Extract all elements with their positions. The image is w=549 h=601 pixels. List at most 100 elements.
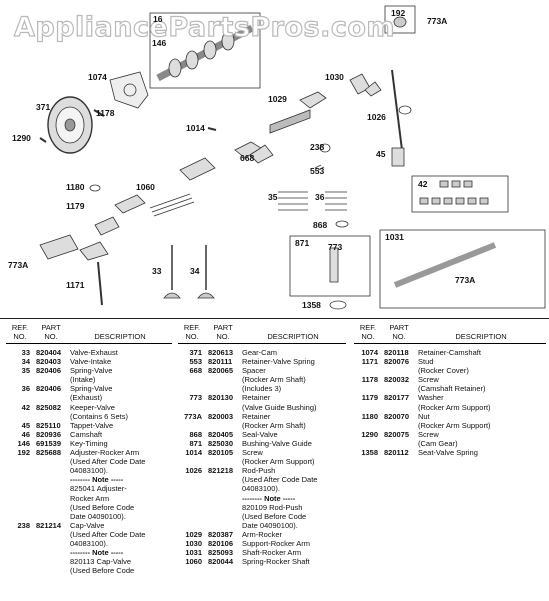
adjuster-drawing xyxy=(393,16,407,28)
part-number: 820936 xyxy=(36,429,62,439)
description-line: 04083100). xyxy=(70,466,108,476)
part-number: 825030 xyxy=(208,438,234,448)
valve-intake-drawing xyxy=(197,245,215,299)
description-line: Screw xyxy=(242,448,263,458)
callout-45: 45 xyxy=(376,149,386,159)
part-description: Adjuster-Rocker Arm(Used After Code Date… xyxy=(68,448,172,521)
part-number: 820177 xyxy=(384,393,410,403)
table-row: 668 820065 Spacer(Rocker Arm Shaft)(Includ… xyxy=(178,366,346,393)
adjuster-inset-box xyxy=(384,5,416,34)
part-description: Spacer(Rocker Arm Shaft)(Includes 3) xyxy=(240,366,346,393)
ref-number: 868 xyxy=(189,429,202,439)
callout-42: 42 xyxy=(418,179,428,189)
table-row: 871 825030 Bushing-Valve Guide xyxy=(178,439,346,448)
callout-1030: 1030 xyxy=(325,72,344,82)
cam-gear-drawing xyxy=(47,96,93,154)
callout-773a: 773A xyxy=(427,16,447,26)
part-number: 820076 xyxy=(384,357,410,367)
callout-36: 36 xyxy=(315,192,325,202)
description-line: 825041 Adjuster- xyxy=(70,484,127,494)
ref-number: 35 xyxy=(21,366,30,376)
description-line: (Valve Guide Bushing) xyxy=(242,402,317,412)
description-line: Rocker Arm xyxy=(70,493,110,503)
spring-553-drawing xyxy=(314,164,325,171)
description-line: Support-Rocker Arm xyxy=(242,538,310,548)
ref-number: 34 xyxy=(21,357,30,367)
description-line: Spring-Valve xyxy=(70,366,113,376)
callout-1178: 1178 xyxy=(96,108,115,118)
part-number: 820105 xyxy=(208,448,234,458)
callout-labels: 16 146 192 773A 1074 1030 371 1178 1029 … xyxy=(8,8,475,310)
description-line: (Used Before Code xyxy=(70,566,135,576)
ref-number: 1074 xyxy=(361,348,378,357)
part-number: 825688 xyxy=(36,448,62,458)
ref-header: REF.NO. xyxy=(11,323,29,341)
description-line: (Rocker Arm Shaft) xyxy=(242,420,306,430)
part-number: 820065 xyxy=(208,366,234,376)
ref-number: 1290 xyxy=(361,429,378,439)
watermark: AppliancePartsPros.com xyxy=(14,12,395,43)
ref-number: 553 xyxy=(189,357,202,367)
rocker-assembly-lower-drawing xyxy=(39,194,146,261)
part-description: Spring-Valve(Exhaust) xyxy=(68,384,172,402)
description-line: Screw xyxy=(418,429,439,439)
camshaft-inset-box xyxy=(149,12,261,89)
ref-number: 668 xyxy=(189,366,202,376)
part-description: Spring-Valve(Intake) xyxy=(68,366,172,384)
description-line: Retainer xyxy=(242,411,271,421)
ref-number: 871 xyxy=(189,438,202,448)
exploded-view-drawing: AppliancePartsPros.com 16 146 192 773A 1… xyxy=(8,5,546,310)
part-description: Keeper-Valve(Contains 6 Sets) xyxy=(68,403,172,421)
valve-spring-35-drawing xyxy=(278,191,308,211)
part-number: 820404 xyxy=(36,348,62,357)
part-number: 820112 xyxy=(384,448,409,458)
part-number: 820405 xyxy=(208,429,234,439)
keeper-drawing xyxy=(419,180,489,205)
description-line: Washer xyxy=(418,393,444,403)
ref-number: 1031 xyxy=(185,548,202,558)
valve-spring-36-drawing xyxy=(325,191,347,211)
tappet-drawing xyxy=(391,147,405,167)
callout-773a-lower: 773A xyxy=(8,260,28,270)
description-line: Date 04090100). xyxy=(242,520,298,530)
part-description: Screw(Cam Gear) xyxy=(416,430,546,448)
callout-668: 668 xyxy=(240,153,254,163)
description-line: Rod-Push xyxy=(242,466,276,476)
part-number: 825110 xyxy=(36,420,61,430)
screw-1178-drawing xyxy=(93,109,105,117)
callout-1180: 1180 xyxy=(66,182,85,192)
description-line: Key-Timing xyxy=(70,438,108,448)
part-description: Arm-Rocker xyxy=(240,530,346,539)
description-line: (Used Before Code xyxy=(70,502,135,512)
bushing-inset-box xyxy=(289,235,371,297)
description-line: Bushing-Valve Guide xyxy=(242,438,312,448)
description-line: (Camshaft Retainer) xyxy=(418,384,486,394)
description-line: -------- Note ----- xyxy=(242,493,296,503)
description-line: -------- Note ----- xyxy=(70,548,124,558)
callout-146: 146 xyxy=(152,38,166,48)
part-description: Valve-Intake xyxy=(68,357,172,366)
part-description: Bushing-Valve Guide xyxy=(240,439,346,448)
rocker-assembly-upper-drawing xyxy=(179,73,382,181)
description-line: Retainer-Camshaft xyxy=(418,348,481,357)
description-line: (Contains 6 Sets) xyxy=(70,411,128,421)
valve-seal-drawing xyxy=(335,220,349,228)
description-line: 04083100). xyxy=(242,484,280,494)
callout-868: 868 xyxy=(313,220,327,230)
description-header: DESCRIPTION xyxy=(94,331,146,341)
